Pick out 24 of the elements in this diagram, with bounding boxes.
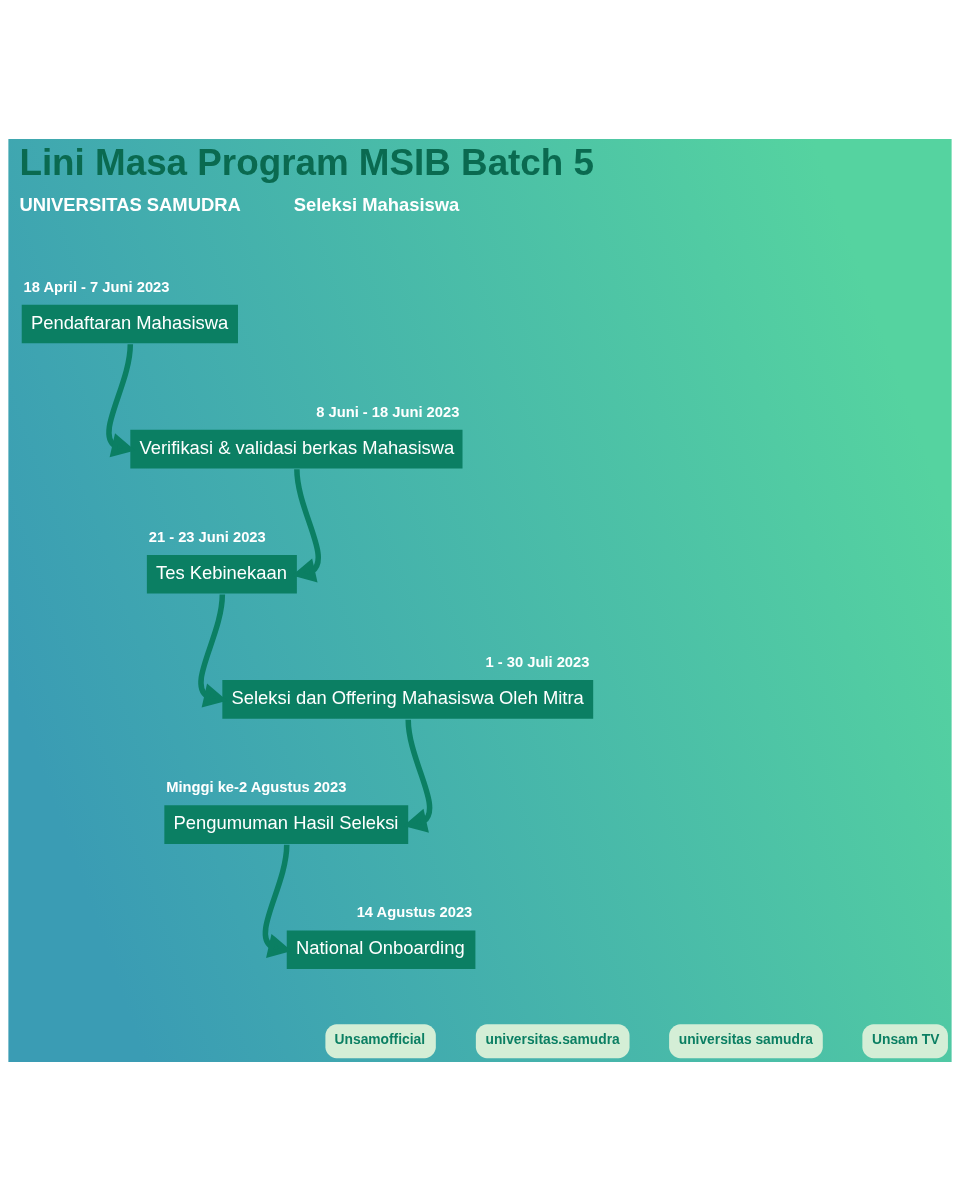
node-label: 18 April - 7 Juni 2023: [23, 278, 170, 295]
node-box: Pengumuman Hasil Seleksi: [164, 804, 409, 844]
arrow: [198, 593, 228, 708]
label: Seleksi Mahasiswa: [293, 193, 460, 215]
label: universitas samudra: [678, 1031, 813, 1047]
arrow: [262, 844, 292, 958]
node-box: National Onboarding: [286, 929, 476, 969]
node-label: 14 Agustus 2023: [356, 903, 473, 920]
node-label: Minggi ke-2 Agustus 2023: [166, 778, 347, 795]
label: Unsam TV: [872, 1031, 940, 1047]
label: UNIVERSITAS SAMUDRA: [19, 193, 241, 215]
node-label: 21 - 23 Juni 2023: [148, 528, 266, 545]
node-box: Seleksi dan Offering Mahasiswa Oleh Mitra: [222, 679, 594, 719]
node-label: 8 Juni - 18 Juni 2023: [316, 403, 460, 420]
arrow: [403, 719, 433, 833]
arrow: [106, 343, 136, 457]
label: universitas.samudra: [485, 1031, 620, 1047]
node-box: Tes Kebinekaan: [146, 554, 297, 594]
arrow: [292, 468, 321, 582]
node-box: Pendaftaran Mahasiswa: [21, 304, 238, 343]
node-label: 1 - 30 Juli 2023: [485, 653, 590, 670]
label: Unsamofficial: [334, 1031, 426, 1047]
node-box: Verifikasi & validasi berkas Mahasiswa: [130, 429, 463, 468]
diagram-title: Lini Masa Program MSIB Batch 5: [19, 141, 594, 183]
